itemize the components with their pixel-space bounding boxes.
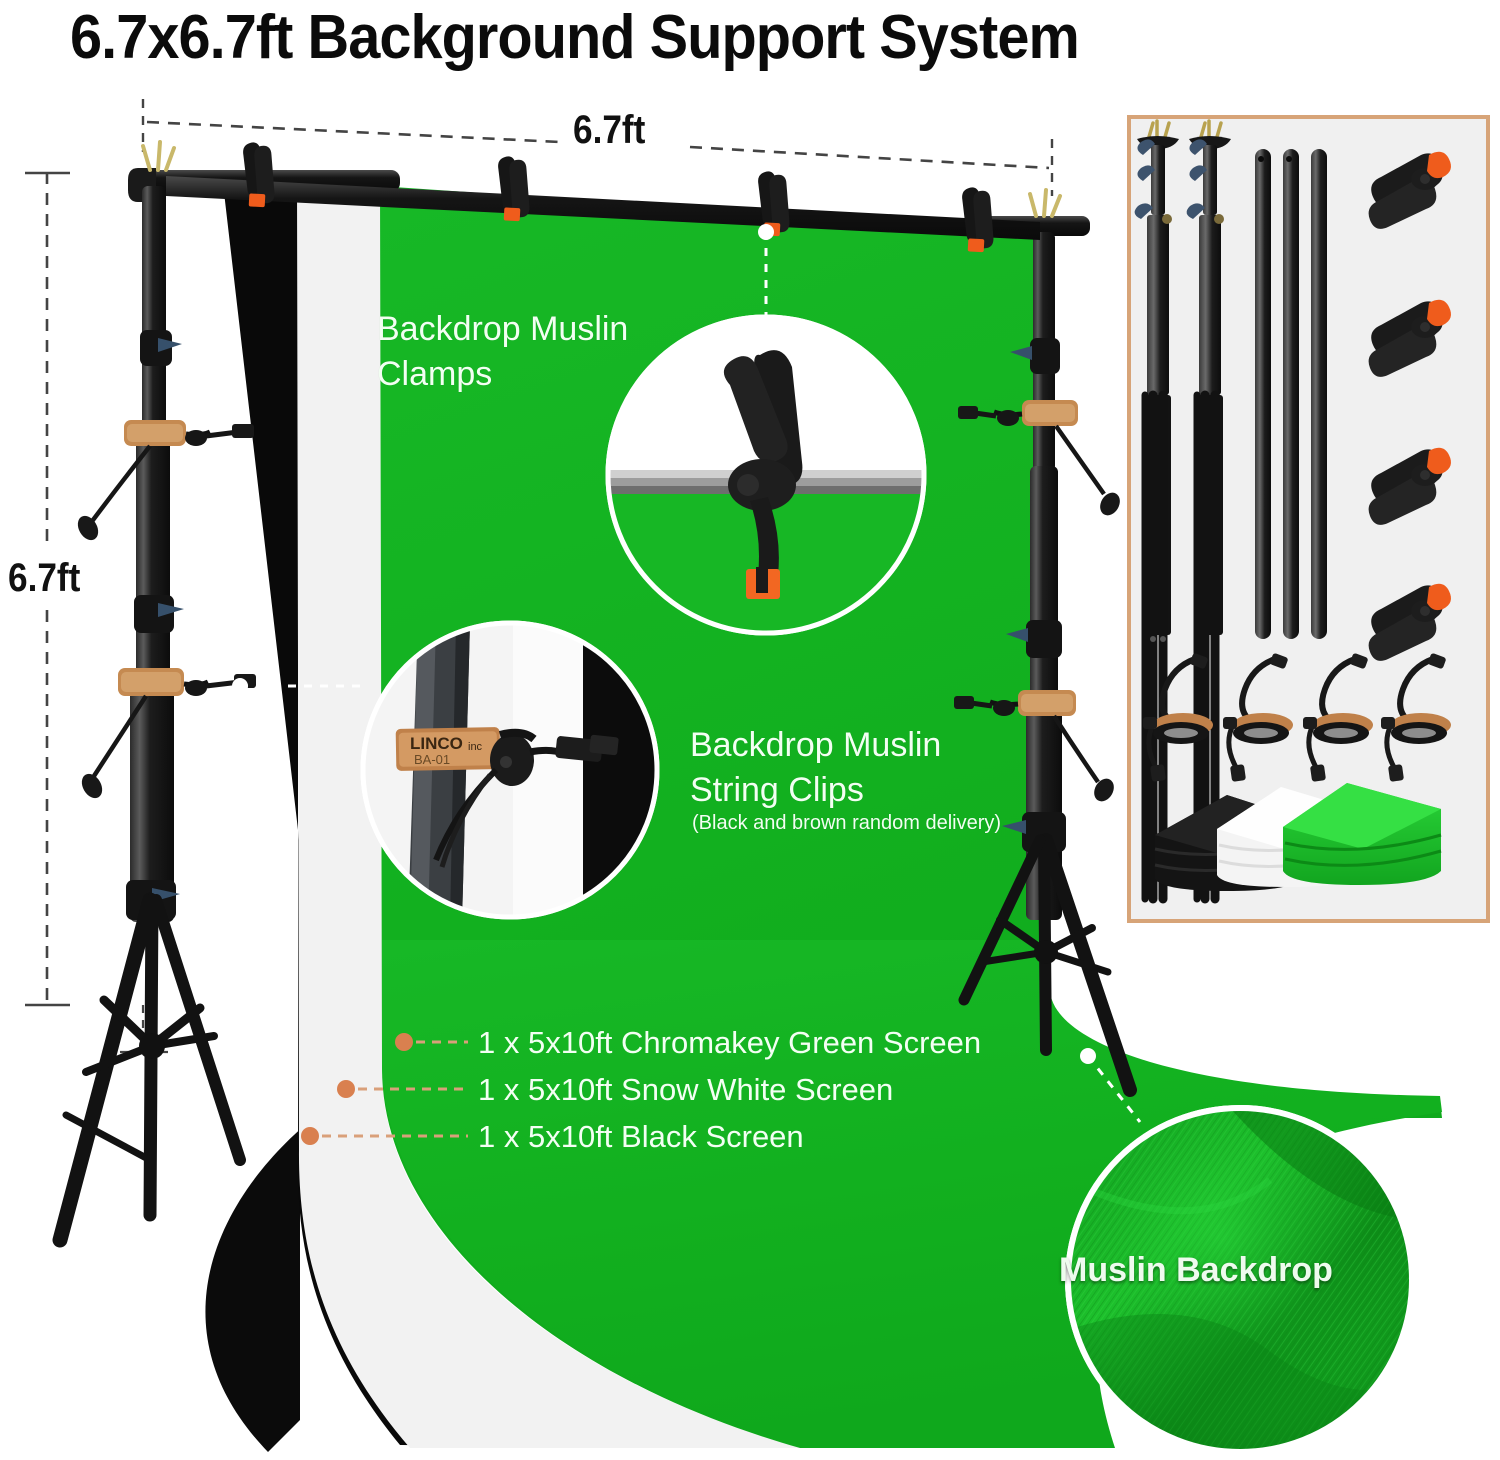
parts-crossbar-pole-3: [1311, 149, 1327, 639]
parts-light-stand-1: [1134, 119, 1179, 904]
parts-crossbar-pole-1: [1255, 149, 1271, 639]
svg-text:LINCO: LINCO: [410, 734, 463, 753]
black-backdrop-sheet-main: [222, 175, 770, 1448]
clamp-detail-callout: [605, 224, 927, 636]
included-item-black: 1 x 5x10ft Black Screen: [478, 1119, 804, 1154]
included-item-green: 1 x 5x10ft Chromakey Green Screen: [478, 1025, 982, 1060]
green-backdrop-sweep: [382, 940, 1442, 1448]
callout-clamps-line2: Clamps: [377, 355, 493, 393]
string-clip-right-upper: [958, 400, 1120, 516]
callout-string-clips-label: Backdrop Muslin String Clips: [690, 723, 941, 813]
callout-string-clips-note: (Black and brown random delivery): [692, 812, 1002, 834]
parts-panel-contents: [1134, 119, 1451, 904]
callout-muslin-label: Muslin Backdrop: [1059, 1251, 1333, 1289]
callout-string-clips-line2: String Clips: [690, 771, 864, 809]
parts-string-clip-3: [1303, 653, 1373, 782]
parts-folded-backdrop-green: [1283, 783, 1442, 885]
page-title: 6.7x6.7ft Background Support System: [70, 3, 1080, 72]
parts-string-clip-4: [1381, 653, 1451, 782]
parts-string-clip-1: [1143, 653, 1213, 782]
crossbar-clamps: [243, 142, 994, 253]
dimension-width-label: 6.7ft: [573, 108, 646, 152]
parts-list-panel: [1127, 115, 1490, 923]
string-clip-left-lower: [81, 668, 256, 799]
callout-string-clips-line1: Backdrop Muslin: [690, 726, 942, 764]
right-light-stand: [954, 188, 1137, 1097]
included-item-white: 1 x 5x10ft Snow White Screen: [478, 1072, 894, 1107]
string-clip-right-lower: [954, 690, 1114, 802]
callout-clamps-line1: Backdrop Muslin: [377, 310, 629, 348]
parts-spring-clamp-3: [1368, 447, 1451, 525]
parts-crossbar-pole-2: [1283, 149, 1299, 639]
parts-spring-clamp-4: [1368, 583, 1451, 661]
top-crossbar: [166, 176, 1040, 240]
callout-clamps-label: Backdrop Muslin Clamps: [377, 307, 628, 397]
parts-light-stand-2: [1186, 119, 1231, 904]
white-backdrop-sheet: [297, 180, 800, 1448]
svg-text:inc: inc: [468, 741, 483, 753]
string-clip-left-upper: [77, 420, 254, 541]
item-leader-lines: [301, 1033, 468, 1145]
dimension-height-label: 6.7ft: [8, 556, 81, 600]
svg-text:BA-01: BA-01: [414, 752, 450, 767]
parts-spring-clamp-2: [1368, 299, 1451, 377]
parts-spring-clamp-1: [1368, 151, 1451, 229]
parts-string-clip-2: [1223, 653, 1293, 782]
muslin-detail-callout: [1065, 1048, 1415, 1455]
